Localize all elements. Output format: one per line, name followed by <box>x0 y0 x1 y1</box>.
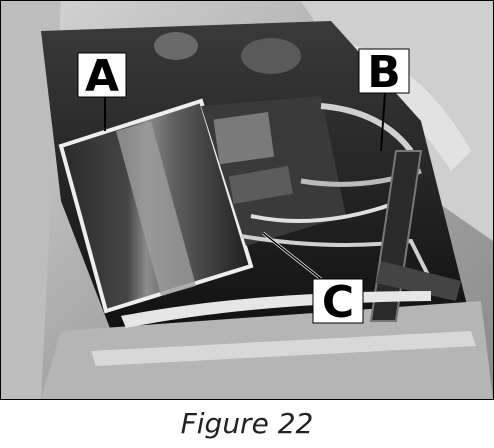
connector-plug <box>213 112 275 165</box>
callout-b: B <box>358 47 410 98</box>
callout-a-label: A <box>85 51 119 102</box>
callout-b-box <box>358 48 410 94</box>
leader-line-b <box>380 92 386 152</box>
cable-3 <box>250 199 402 223</box>
figure-photo: A B C <box>0 0 494 400</box>
connector-plug-2 <box>228 166 293 205</box>
callout-c-label: C <box>322 277 354 328</box>
callout-c-box <box>312 278 364 324</box>
callout-b-label: B <box>367 47 401 98</box>
fitting-1 <box>154 32 198 60</box>
strap-clip <box>376 261 461 301</box>
cable-1 <box>320 103 414 153</box>
left-panel <box>1 1 61 399</box>
figure-caption: Figure 22 <box>180 407 314 440</box>
module-a-stripe <box>116 121 196 296</box>
leader-line-c <box>262 232 322 280</box>
tray-lip <box>91 331 476 366</box>
photo-illustration: A B C <box>1 1 493 399</box>
callout-c: C <box>312 277 364 328</box>
fitting-2 <box>241 38 301 74</box>
callout-a: A <box>77 51 127 102</box>
callout-a-box <box>77 52 127 98</box>
